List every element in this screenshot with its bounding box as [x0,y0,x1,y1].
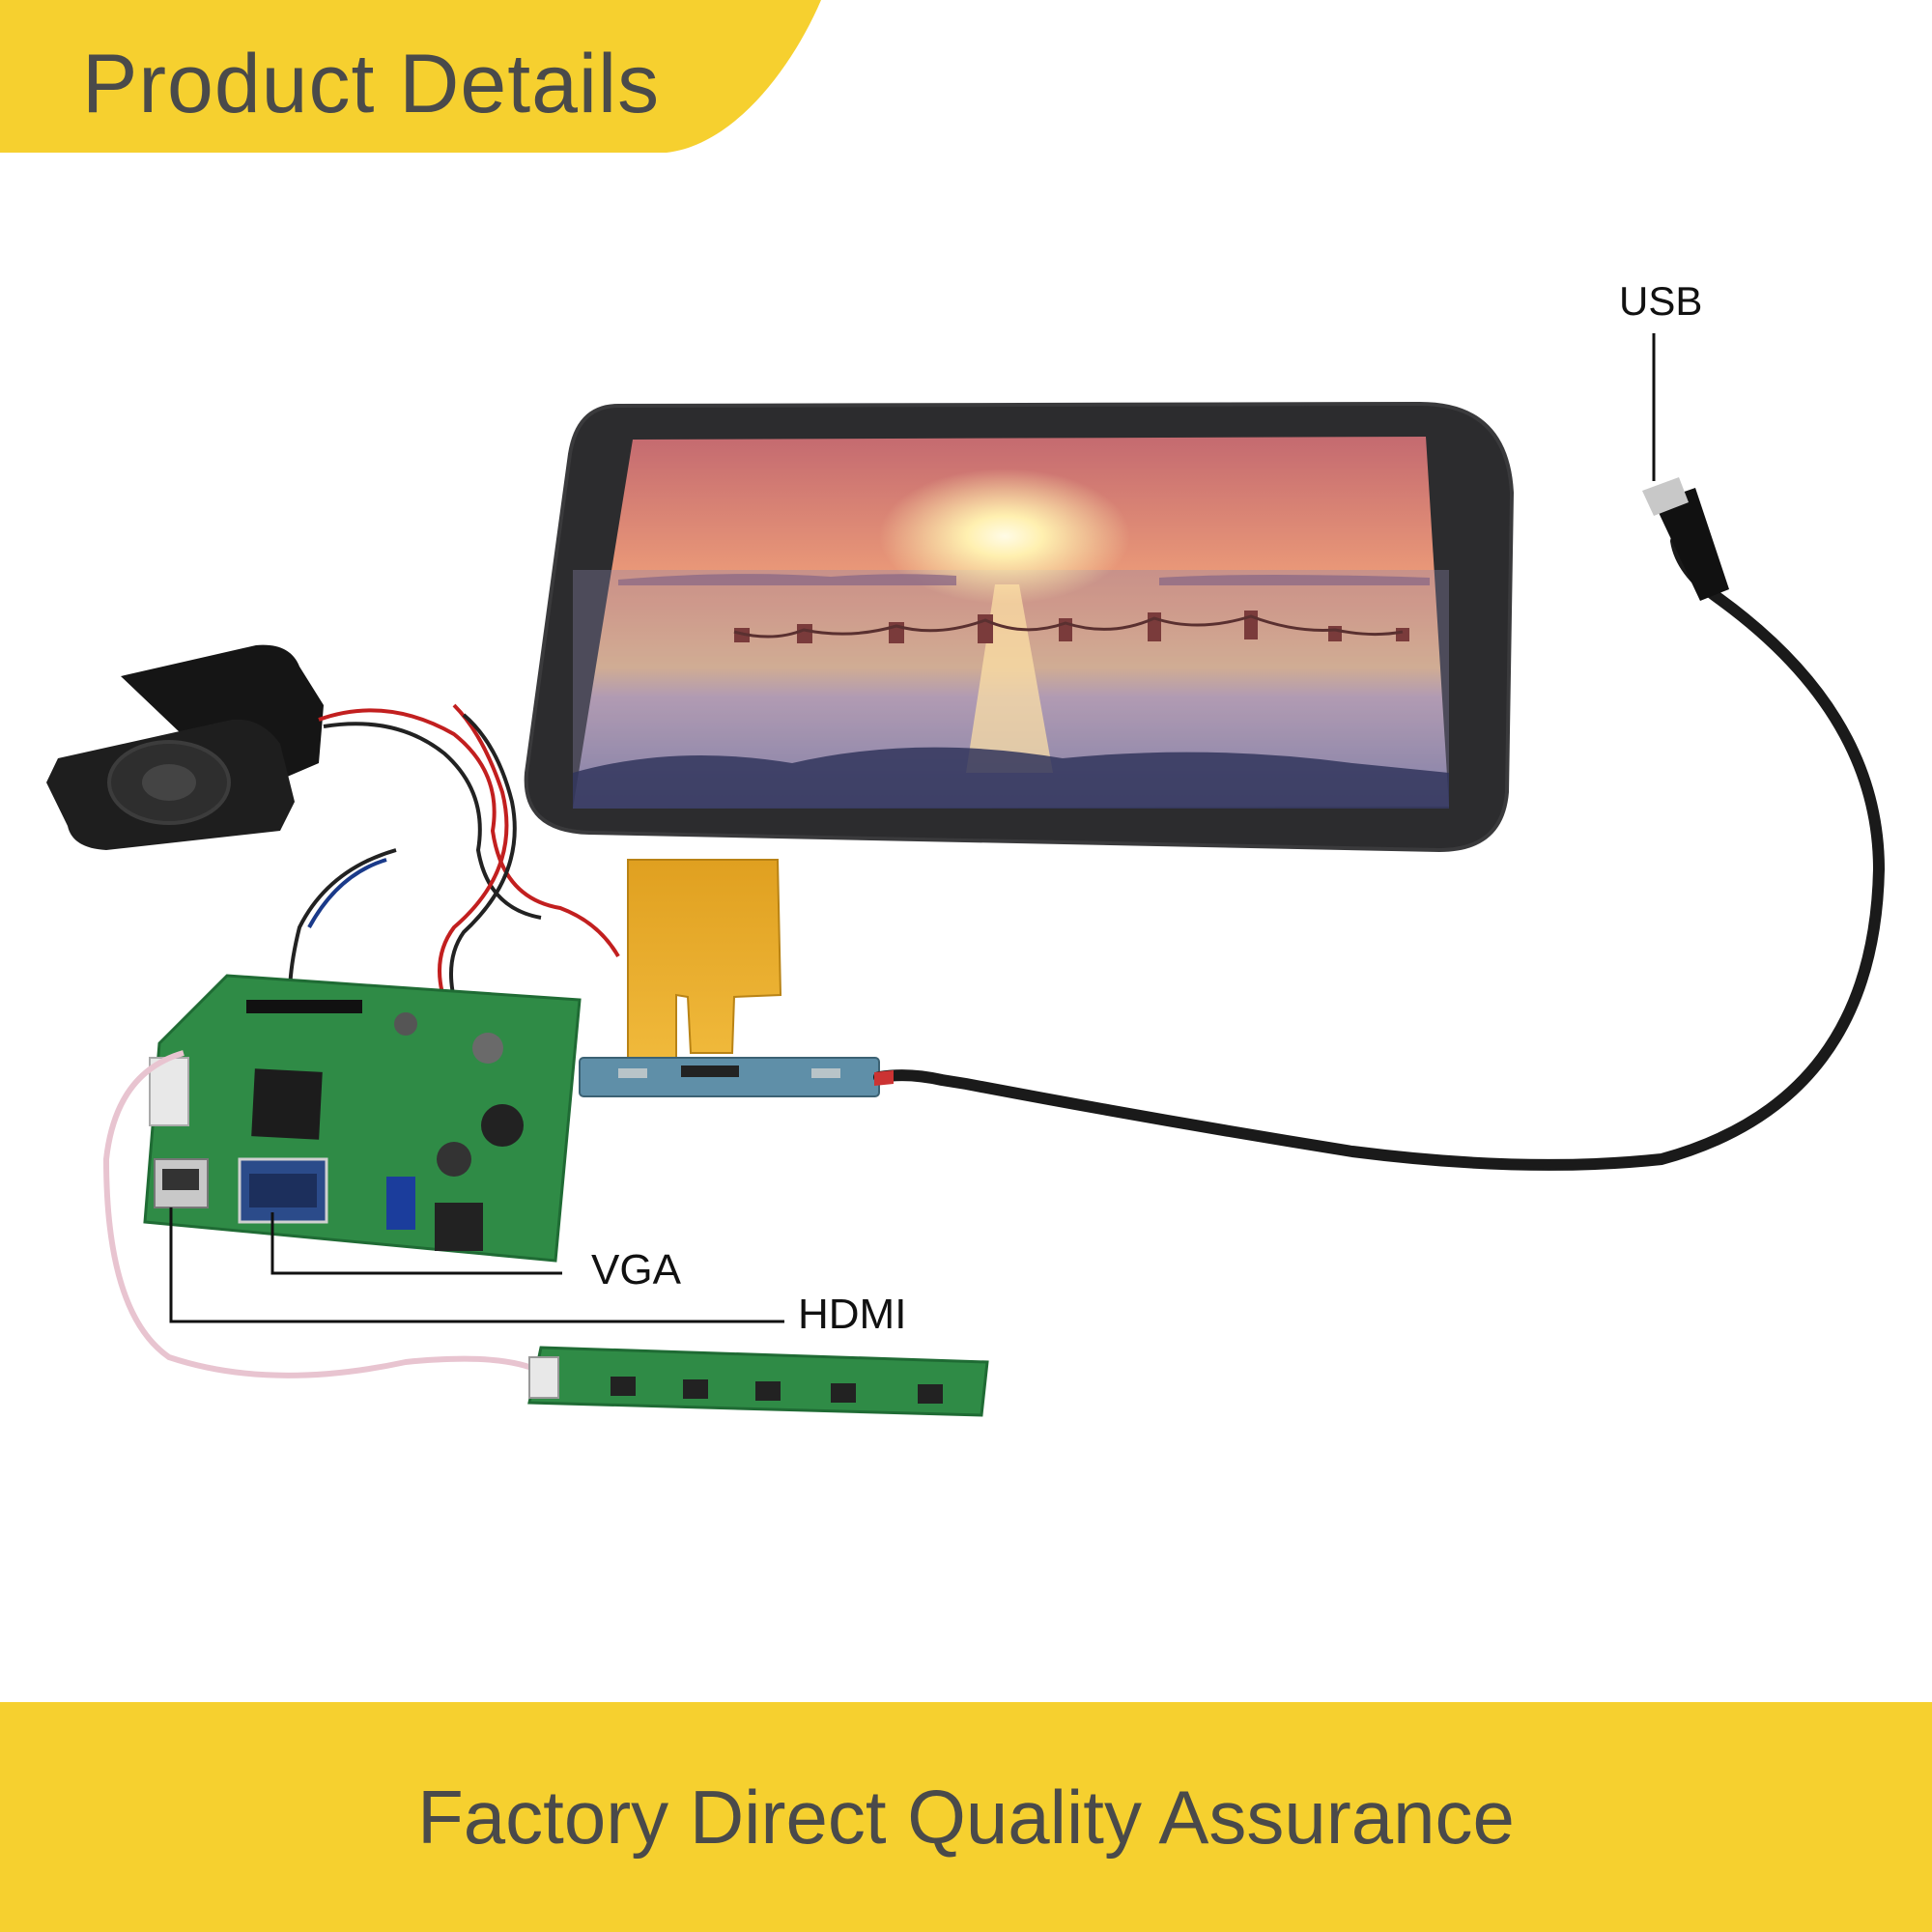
footer-tagline: Factory Direct Quality Assurance [417,1775,1515,1860]
page-title: Product Details [82,38,661,130]
driver-board-icon [143,974,582,1263]
header-tab [0,0,821,153]
vga-label: VGA [591,1246,681,1293]
lcd-touch-panel-icon [524,401,1515,853]
hdmi-label: HDMI [798,1291,907,1338]
flex-cable-icon [627,859,782,1059]
vga-callout-line [270,1212,562,1275]
keypad-board-icon [527,1346,989,1417]
usb-label: USB [1619,278,1703,324]
footer-band [0,1702,1932,1932]
hdmi-callout-line [169,1208,784,1323]
speaker-box-icon [46,644,324,850]
touch-controller-board-icon [579,1057,880,1097]
usb-cable-icon [873,477,1886,1171]
